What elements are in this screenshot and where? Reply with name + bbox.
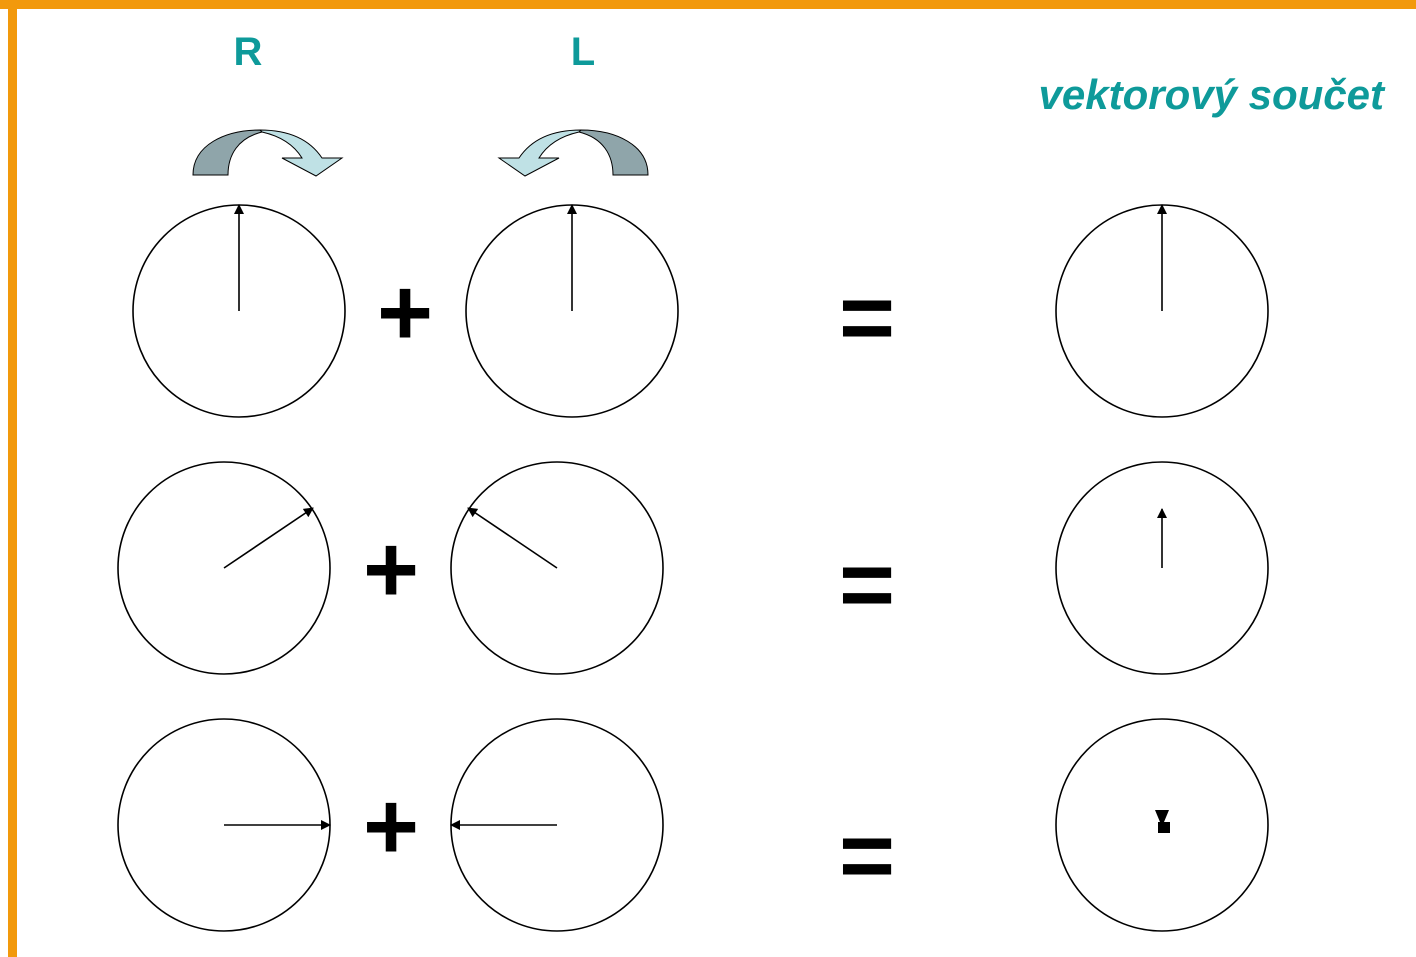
vector-l [467, 507, 558, 569]
row-2: + = [117, 461, 1269, 675]
frame-top-bar [0, 0, 1416, 9]
circle-sum [1055, 461, 1269, 675]
vector-r [223, 507, 314, 569]
equals-sign: = [839, 531, 895, 638]
circle-l [450, 461, 664, 675]
circle-r [117, 461, 331, 675]
equals-sign: = [839, 264, 895, 371]
curved-arrow-counterclockwise-icon [497, 129, 649, 177]
label-r: R [234, 30, 263, 74]
plus-sign: + [377, 259, 433, 366]
zero-vector-sum [1155, 810, 1170, 833]
curved-arrow-clockwise-icon [192, 129, 344, 177]
row-3: + = [117, 718, 1269, 932]
label-l: L [571, 30, 595, 74]
title-vector-sum: vektorový součet [1039, 71, 1386, 118]
plus-sign: + [363, 516, 419, 623]
circle-sum [1055, 718, 1269, 932]
row-1: + = [132, 204, 1269, 418]
plus-sign: + [363, 773, 419, 880]
frame-left-bar [8, 0, 17, 957]
equals-sign: = [839, 802, 895, 909]
